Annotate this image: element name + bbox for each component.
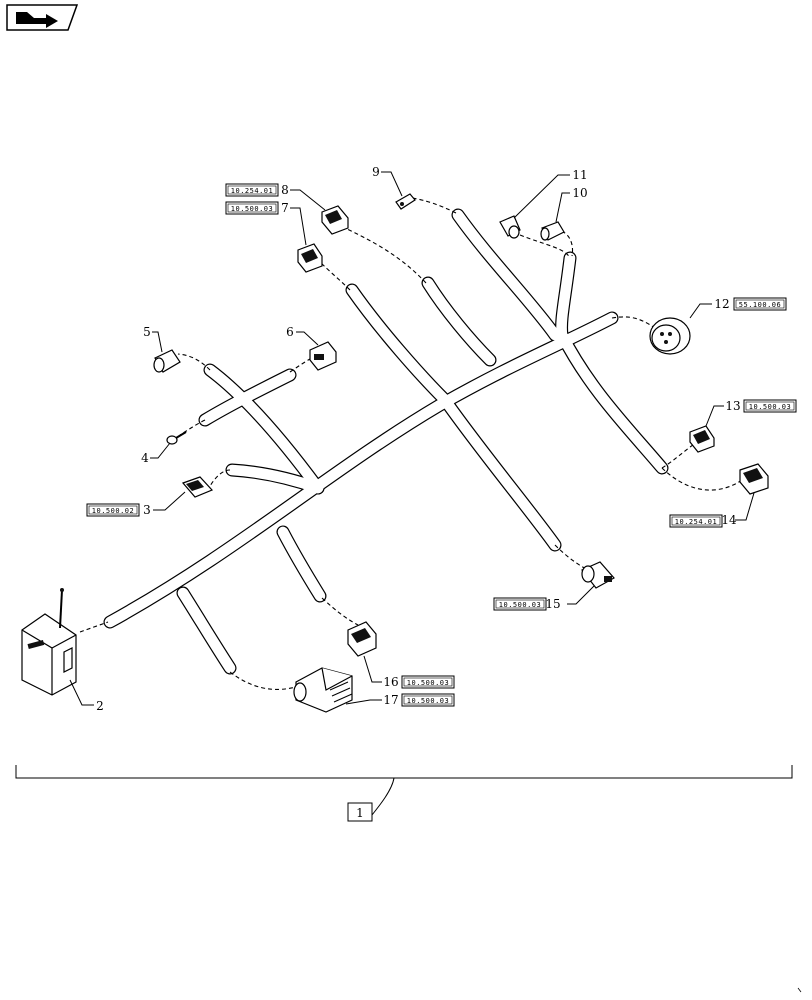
connector-6[interactable] [309,341,337,371]
callout-number: 7 [281,201,289,215]
item-numbers: 1 2 3 4 5 6 7 8 9 10 11 12 13 14 15 16 1… [96,165,740,820]
ring-terminal-4[interactable] [166,431,187,445]
callout-number: 13 [725,399,740,413]
connector-16[interactable] [347,621,377,657]
reference-boxes: 10.500.02 10.500.03 10.254.01 55.100.06 … [86,183,797,707]
ref-box-16: 10.500.03 [401,675,455,689]
ref-code: 10.500.03 [749,403,791,411]
ref-box-12: 55.100.06 [733,297,787,311]
ref-code: 10.500.03 [499,601,541,609]
callout-number: 16 [383,675,398,689]
dashed-wires [79,197,743,690]
connector-13[interactable] [689,425,715,453]
callout-number: 17 [383,693,398,707]
ref-code: 55.100.06 [739,301,781,309]
connector-14[interactable] [739,463,769,495]
connector-11[interactable] [499,215,521,239]
ref-code: 10.500.02 [92,507,134,515]
callout-number: 2 [96,699,104,713]
assembly-callout-box [347,802,373,822]
ref-code: 10.254.01 [231,187,273,195]
ref-box-7: 10.500.03 [225,201,279,215]
ring-terminal-9[interactable] [395,193,416,210]
ref-code: 10.500.03 [231,205,273,213]
return-arrow-icon[interactable] [6,4,79,31]
connector-8[interactable] [321,205,349,235]
callout-number: 15 [545,597,560,611]
ref-box-15: 10.500.03 [493,597,547,611]
ref-code: 10.254.01 [675,518,717,526]
callout-number: 4 [141,451,149,465]
harness-tubes [103,208,669,675]
sensor-connector-15[interactable] [581,561,615,589]
ref-code: 10.500.03 [407,679,449,687]
ref-box-8: 10.254.01 [225,183,279,197]
ref-box-14: 10.254.01 [669,514,723,528]
callout-number: 8 [281,183,289,197]
callout-number: 1 [356,806,364,820]
assembly-bracket [15,765,793,816]
callout-number: 14 [721,513,737,527]
ref-box-3: 10.500.02 [86,503,140,517]
callout-number: 12 [714,297,729,311]
switch-connector-17[interactable] [293,667,353,713]
callout-number: 10 [572,186,587,200]
ref-box-17: 10.500.03 [401,693,455,707]
callout-number: 11 [572,168,587,182]
connector-7[interactable] [297,243,323,273]
ref-code: 10.500.03 [407,697,449,705]
connector-5[interactable] [153,349,181,373]
callout-number: 9 [372,165,380,179]
connector-10[interactable] [540,221,565,241]
ref-box-13: 10.500.03 [743,399,797,413]
leader-lines [69,171,755,706]
control-module[interactable] [21,588,77,696]
callout-number: 5 [143,325,151,339]
connector-3[interactable] [181,476,214,498]
corner-mark [797,987,802,993]
round-connector-12[interactable] [649,317,691,355]
callout-number: 6 [286,325,294,339]
callout-number: 3 [143,503,151,517]
